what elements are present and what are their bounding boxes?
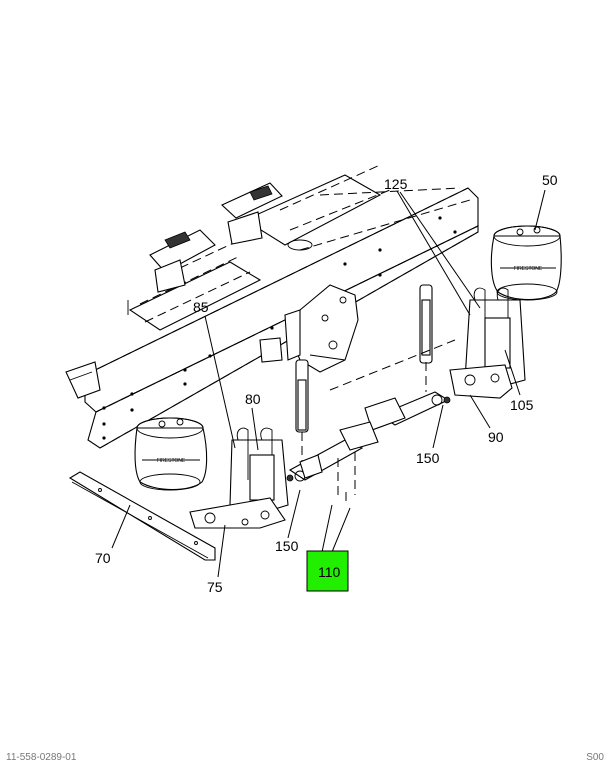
svg-text:FIRESTONE: FIRESTONE [514, 266, 543, 272]
callout-150-right: 150 [416, 450, 440, 466]
callout-90: 110 [318, 564, 341, 580]
hanger-bracket [259, 284, 359, 373]
callout-80: 80 [245, 391, 261, 407]
callout-125: 125 [384, 176, 408, 192]
leader-lines [111, 189, 546, 578]
cross-tube [68, 471, 216, 561]
crossmember-assemblies [127, 164, 471, 331]
right-spring-beam [329, 287, 526, 431]
highlighted-part-callout[interactable]: 110 [306, 550, 349, 592]
callout-150-left: 150 [275, 538, 299, 554]
svg-text:FIRESTONE: FIRESTONE [157, 458, 186, 464]
callout-110: 105 [510, 397, 534, 413]
callout-105: 90 [488, 429, 504, 445]
callout-50: 50 [542, 172, 558, 188]
callout-70: 70 [95, 550, 111, 566]
air-spring-right: FIRESTONE [490, 225, 562, 301]
callout-75: 75 [207, 579, 223, 595]
footer-part-number: 11-558-0289-01 [6, 752, 77, 763]
callout-labels: 50 125 105 90 150 85 80 70 75 150 [95, 172, 558, 595]
air-spring-left: FIRESTONE [134, 417, 208, 491]
highlight-box-90[interactable] [306, 550, 349, 592]
callout-85: 85 [193, 299, 209, 315]
left-spring-beam [189, 421, 379, 529]
footer-sheet-code: S00 [586, 752, 604, 763]
shock-absorbers [295, 284, 433, 470]
